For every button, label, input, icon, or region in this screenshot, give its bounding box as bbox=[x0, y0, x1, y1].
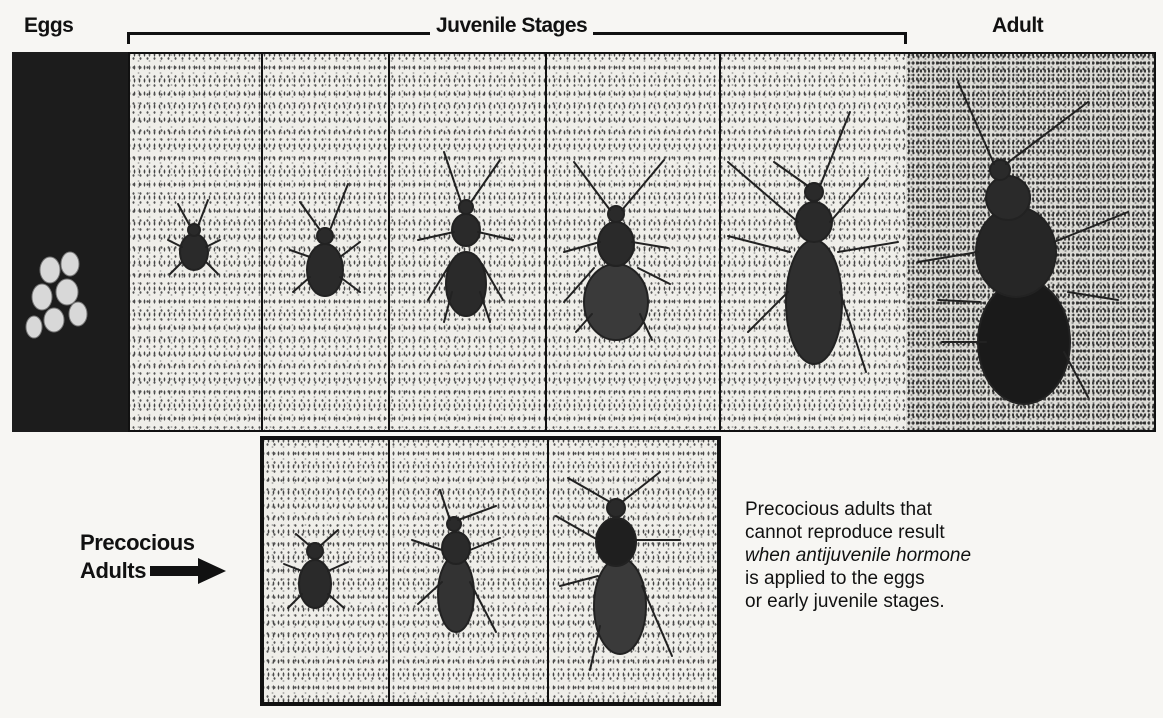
caption-line-5: or early juvenile stages. bbox=[745, 590, 971, 613]
adult-header: Adult bbox=[992, 14, 1043, 38]
precocious-adult-3-bug bbox=[556, 472, 680, 670]
right-arrow-icon bbox=[150, 556, 230, 586]
caption-line-2: cannot reproduce result bbox=[745, 521, 971, 544]
caption-line-4: is applied to the eggs bbox=[745, 567, 971, 590]
caption-line-1: Precocious adults that bbox=[745, 498, 971, 521]
precocious-label-line2: Adults bbox=[80, 558, 146, 584]
precocious-adults-label: Precocious Adults bbox=[80, 530, 230, 586]
caption-text: Precocious adults that cannot reproduce … bbox=[745, 498, 971, 613]
juvenile-stage-3-bug bbox=[418, 152, 513, 322]
eggs-header: Eggs bbox=[24, 14, 73, 38]
precocious-label-line1: Precocious bbox=[80, 530, 230, 556]
eggs-cluster-image bbox=[12, 52, 128, 432]
eggs-panel bbox=[12, 52, 128, 432]
juvenile-stage-2-bug bbox=[290, 184, 360, 296]
caption-line-3: when antijuvenile hormone bbox=[745, 544, 971, 567]
juvenile-stages-header: Juvenile Stages bbox=[430, 14, 593, 38]
juvenile-stage-4-bug bbox=[564, 160, 670, 340]
juvenile-stage-1-bug bbox=[168, 200, 220, 274]
precocious-adult-1-bug bbox=[284, 530, 348, 608]
juvenile-stage-5-bug bbox=[728, 112, 898, 372]
bug-stages-top bbox=[128, 52, 1158, 432]
adult-bug bbox=[918, 82, 1128, 404]
precocious-bugs bbox=[260, 436, 721, 706]
precocious-adult-2-bug bbox=[412, 490, 500, 632]
